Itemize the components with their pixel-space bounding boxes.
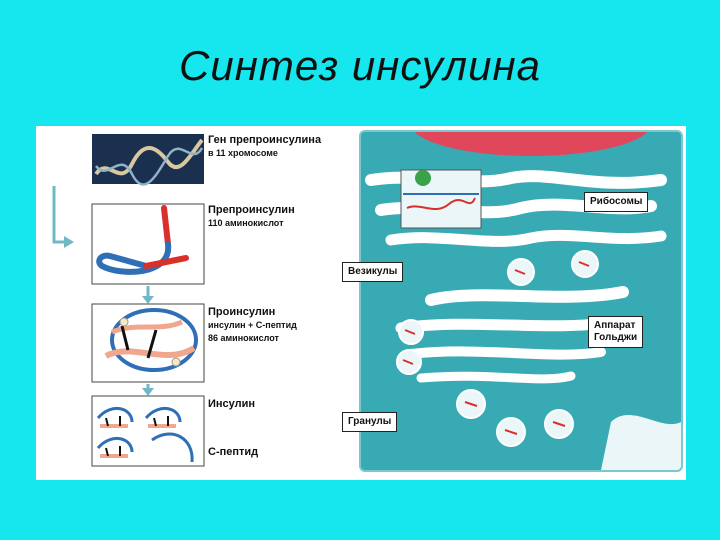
vesicles-callout: Везикулы (342, 262, 404, 282)
preproinsulin-sub: 110 аминокислот (208, 218, 284, 228)
page-title: Синтез инсулина (179, 42, 541, 89)
gene-sub: в 11 хромосоме (208, 148, 278, 158)
stages-illustration (52, 134, 205, 467)
golgi-line2: Гольджи (594, 332, 638, 343)
nucleus (414, 132, 648, 156)
golgi-line1: Аппарат (594, 320, 636, 331)
cpeptide-label: С-пептид (208, 446, 259, 458)
proinsulin-label: Проинсулин (208, 306, 276, 318)
cell-illustration (365, 132, 681, 470)
proinsulin-sub2: 86 аминокислот (208, 333, 279, 343)
insulin-label: Инсулин (208, 398, 256, 410)
granules-callout: Гранулы (342, 412, 398, 432)
preproinsulin-label: Препроинсулин (208, 204, 295, 216)
insulin-synthesis-figure: Ген препроинсулина в 11 хромосоме Препро… (36, 126, 686, 480)
ribosomes-callout: Рибосомы (584, 192, 649, 212)
proinsulin-sub1: инсулин + С-пептид (208, 320, 297, 330)
golgi-callout: Аппарат Гольджи (588, 316, 644, 348)
cell-diagram (359, 130, 683, 472)
gene-label: Ген препроинсулина (208, 134, 322, 146)
